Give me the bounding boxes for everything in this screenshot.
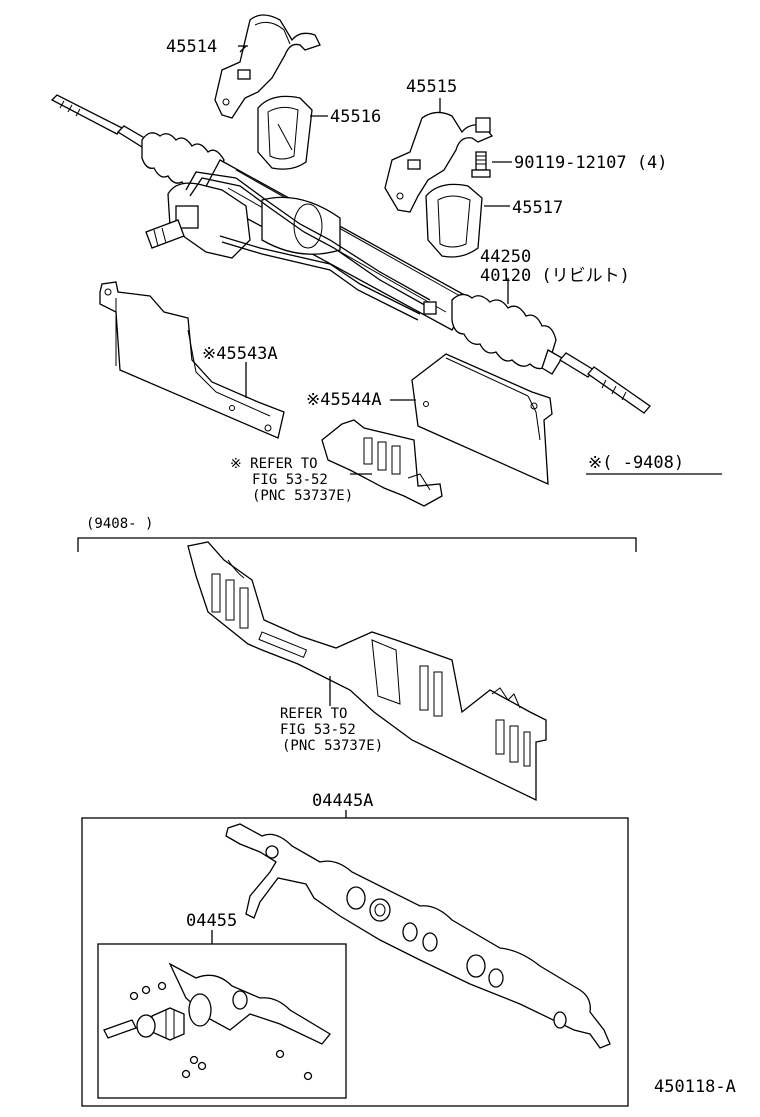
bracket-45514 <box>214 14 321 119</box>
label-90119: 90119-12107 (4) <box>514 153 668 173</box>
label-45516: 45516 <box>330 107 381 127</box>
refer1-line2: FIG 53-52 <box>252 472 328 488</box>
label-45515: 45515 <box>406 77 457 97</box>
cover-45543A <box>99 281 285 439</box>
range-bracket <box>77 537 637 552</box>
label-45544A: ※45544A <box>306 390 382 410</box>
note-until-9408: ※( -9408) <box>588 453 684 473</box>
refer2-line3: (PNC 53737E) <box>282 738 383 754</box>
label-45514: 45514 <box>166 37 217 57</box>
label-04445A: 04445A <box>312 791 373 811</box>
seal-kit-parts <box>103 962 331 1081</box>
figure-id: 450118-A <box>654 1077 736 1097</box>
refer2-line2: FIG 53-52 <box>280 722 356 738</box>
cover-45544A <box>411 353 553 486</box>
bolt-90119 <box>471 151 491 178</box>
refer2-line1: REFER TO <box>280 706 347 722</box>
gasket-kit-rack <box>225 823 611 1049</box>
label-04455: 04455 <box>186 911 237 931</box>
kit-04445A-box <box>81 817 629 1107</box>
label-40120: 40120 (リビルト) <box>480 266 630 286</box>
refer1-line1: ※ REFER TO <box>230 456 318 472</box>
under-cover-late <box>187 541 547 802</box>
label-45543A: ※45543A <box>202 344 278 364</box>
under-cover-early <box>321 419 443 507</box>
note-from-9408: (9408- ) <box>86 516 153 532</box>
bushing-45517 <box>425 183 483 258</box>
kit-04455-box <box>97 943 347 1099</box>
label-44250: 44250 <box>480 247 531 267</box>
steering-rack-assembly <box>50 94 651 414</box>
refer1-line3: (PNC 53737E) <box>252 488 353 504</box>
bracket-45515 <box>384 111 494 213</box>
bushing-45516 <box>257 95 313 170</box>
label-45517: 45517 <box>512 198 563 218</box>
